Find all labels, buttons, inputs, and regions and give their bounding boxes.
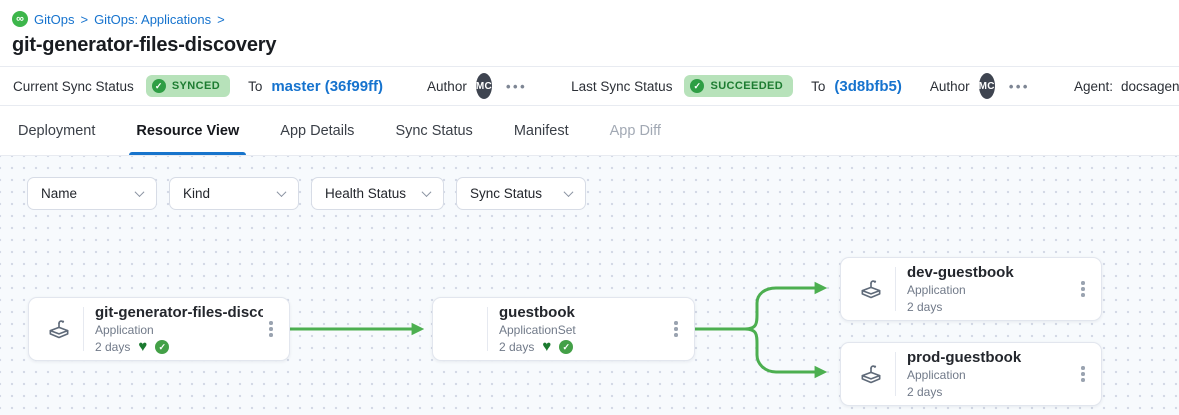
breadcrumb-separator: >	[80, 11, 89, 27]
tab-sync-status[interactable]: Sync Status	[395, 122, 473, 139]
last-author-avatar[interactable]: MC	[978, 73, 995, 99]
graph-filters: Name Kind Health Status Sync Status	[27, 177, 586, 210]
node-body: dev-guestbook Application 2 days	[907, 264, 1075, 314]
tab-manifest[interactable]: Manifest	[513, 122, 569, 139]
edge-guestbook-to-dev	[744, 281, 828, 331]
breadcrumb-item-applications[interactable]: GitOps: Applications	[94, 11, 212, 27]
filter-health-status-label: Health Status	[325, 186, 407, 201]
node-kind: ApplicationSet	[499, 323, 576, 337]
node-meta: 2 days	[907, 385, 1075, 399]
chevron-down-icon	[134, 187, 145, 198]
application-icon	[37, 316, 81, 342]
page-header: ∞ GitOps > GitOps: Applications > git-ge…	[0, 0, 1179, 66]
node-divider	[83, 307, 84, 351]
filter-kind-dropdown[interactable]: Kind	[169, 177, 299, 210]
tab-app-diff: App Diff	[609, 122, 661, 139]
tab-app-details[interactable]: App Details	[280, 122, 355, 139]
node-kind: Application	[907, 283, 966, 297]
graph-node-guestbook[interactable]: guestbook ApplicationSet 2 days ♥ ✓	[432, 297, 695, 361]
chevron-down-icon	[276, 187, 287, 198]
sync-status-bar: Current Sync Status ✓ SYNCED To master (…	[0, 66, 1179, 106]
sync-synced-icon: ✓	[155, 340, 170, 354]
health-healthy-icon: ♥	[138, 338, 148, 356]
graph-node-git-generator[interactable]: git-generator-files-disco... Application…	[28, 297, 290, 361]
chevron-down-icon	[421, 187, 432, 198]
current-sync-badge-text: SYNCED	[171, 80, 221, 92]
node-divider	[895, 352, 896, 396]
graph-node-dev-guestbook[interactable]: dev-guestbook Application 2 days	[840, 257, 1102, 321]
node-body: prod-guestbook Application 2 days	[907, 349, 1075, 399]
filter-health-status-dropdown[interactable]: Health Status	[311, 177, 444, 210]
current-sync-status-badge: ✓ SYNCED	[145, 75, 231, 97]
node-meta: 2 days	[907, 300, 1075, 314]
current-more-actions-icon[interactable]: •••	[505, 78, 528, 94]
node-meta: 2 days ♥ ✓	[95, 340, 263, 354]
sync-synced-icon: ✓	[559, 340, 574, 354]
filter-sync-status-label: Sync Status	[470, 186, 543, 201]
node-title: guestbook	[499, 304, 575, 321]
current-revision-link[interactable]: master (36f99ff)	[271, 77, 384, 95]
current-author-avatar[interactable]: MC	[475, 73, 492, 99]
node-age: 2 days	[95, 340, 131, 354]
application-icon	[849, 361, 893, 387]
node-age: 2 days	[907, 385, 943, 399]
agent-info: Agent: docsagent	[1074, 79, 1179, 94]
last-author-label: Author	[929, 78, 970, 94]
node-divider	[487, 307, 488, 351]
gitops-logo-icon: ∞	[12, 11, 28, 27]
filter-kind-label: Kind	[183, 186, 211, 201]
check-circle-icon: ✓	[690, 79, 705, 93]
resource-graph-canvas: Name Kind Health Status Sync Status	[0, 156, 1179, 415]
node-age: 2 days	[907, 300, 943, 314]
current-author-label: Author	[427, 78, 467, 94]
health-healthy-icon: ♥	[542, 338, 552, 356]
agent-label: Agent:	[1073, 78, 1114, 94]
node-body: guestbook ApplicationSet 2 days ♥ ✓	[499, 304, 668, 354]
last-to-label: To	[811, 78, 826, 94]
node-meta: 2 days ♥ ✓	[499, 340, 668, 354]
breadcrumb: ∞ GitOps > GitOps: Applications >	[12, 11, 1165, 27]
page-title: git-generator-files-discovery	[12, 34, 277, 56]
current-sync-status-label: Current Sync Status	[13, 78, 134, 94]
node-menu-kebab-icon[interactable]	[263, 321, 279, 337]
filter-name-dropdown[interactable]: Name	[27, 177, 157, 210]
tab-deployment[interactable]: Deployment	[18, 122, 96, 139]
node-kind: Application	[95, 323, 154, 337]
node-title: dev-guestbook	[907, 264, 1014, 281]
node-menu-kebab-icon[interactable]	[1075, 366, 1091, 382]
node-title: git-generator-files-disco...	[95, 304, 263, 321]
last-sync-status-badge: ✓ SUCCEEDED	[684, 75, 794, 97]
breadcrumb-item-gitops[interactable]: GitOps	[34, 11, 75, 27]
application-icon	[849, 276, 893, 302]
check-circle-icon: ✓	[151, 79, 166, 93]
tab-bar: Deployment Resource View App Details Syn…	[0, 106, 1179, 156]
last-sync-status-label: Last Sync Status	[571, 78, 673, 94]
last-sync-badge-text: SUCCEEDED	[710, 80, 784, 92]
current-to-label: To	[248, 78, 263, 94]
agent-value: docsagent	[1121, 78, 1179, 94]
chevron-down-icon	[563, 187, 574, 198]
node-age: 2 days	[499, 340, 535, 354]
node-menu-kebab-icon[interactable]	[1075, 281, 1091, 297]
last-revision-link[interactable]: (3d8bfb5)	[834, 77, 902, 95]
filter-name-label: Name	[41, 186, 78, 201]
node-divider	[895, 267, 896, 311]
filter-sync-status-dropdown[interactable]: Sync Status	[456, 177, 586, 210]
graph-connectors	[290, 281, 828, 379]
breadcrumb-separator: >	[217, 11, 225, 27]
edge-guestbook-to-prod	[744, 327, 828, 379]
node-kind: Application	[907, 368, 966, 382]
node-menu-kebab-icon[interactable]	[668, 321, 684, 337]
graph-node-prod-guestbook[interactable]: prod-guestbook Application 2 days	[840, 342, 1102, 406]
node-body: git-generator-files-disco... Application…	[95, 304, 263, 354]
node-title: prod-guestbook	[907, 349, 1022, 366]
tab-resource-view[interactable]: Resource View	[129, 106, 247, 155]
last-more-actions-icon[interactable]: •••	[1008, 78, 1030, 94]
